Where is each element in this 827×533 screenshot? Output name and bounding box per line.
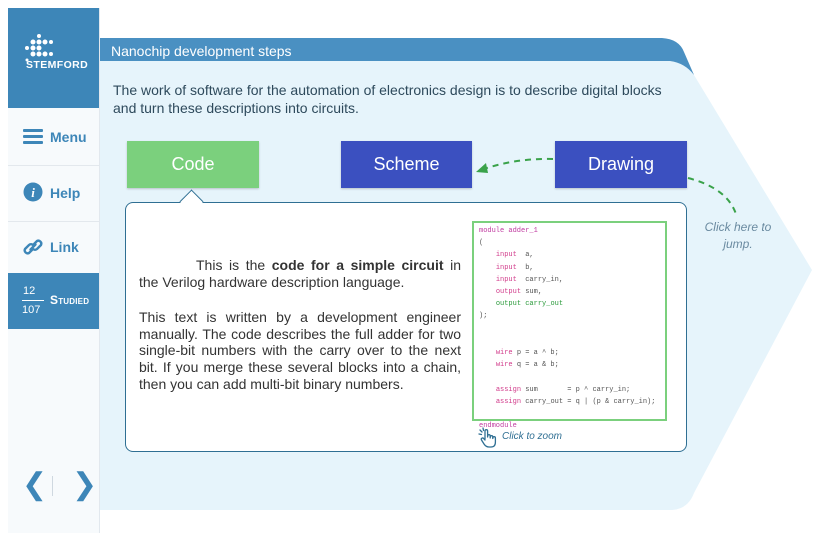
- intro-text: The work of software for the automation …: [113, 82, 662, 116]
- code-keyword: wire: [495, 361, 513, 370]
- sidebar-item-help[interactable]: i Help: [8, 166, 99, 222]
- code-keyword: input: [495, 251, 517, 260]
- brand-name: STEMFORD: [26, 59, 89, 71]
- info-icon: i: [23, 182, 43, 202]
- code-line: module adder_1: [479, 227, 538, 235]
- code-line: );: [479, 312, 488, 321]
- code-line: endmodule: [479, 422, 517, 431]
- sidebar: STEMFORD Menu i Help Link 12 107 Studi: [8, 8, 100, 533]
- code-line: (: [479, 239, 484, 248]
- code-line: b,: [525, 263, 534, 272]
- svg-text:i: i: [31, 185, 35, 200]
- logo-dots-icon: [25, 34, 53, 62]
- code-line: a,: [525, 251, 534, 260]
- code-keyword: input: [495, 263, 517, 272]
- code-image[interactable]: module adder_1 ( input a, input b, input…: [472, 221, 667, 430]
- progress-total: 107: [22, 304, 41, 316]
- code-keyword: assign: [495, 397, 522, 406]
- sidebar-item-link[interactable]: Link: [8, 220, 99, 276]
- code-line: carry_in,: [525, 275, 564, 284]
- prev-page-button[interactable]: ❮: [22, 468, 48, 501]
- next-page-button[interactable]: ❯: [72, 468, 98, 501]
- code-keyword: input: [495, 275, 517, 284]
- code-line: carry_out: [525, 300, 564, 309]
- zoom-hint[interactable]: Click to zoom: [502, 431, 563, 442]
- verilog-code: module adder_1 ( input a, input b, input…: [479, 225, 655, 432]
- code-line: carry_out = q | (p & carry_in);: [525, 397, 656, 406]
- tab-drawing[interactable]: Drawing: [555, 141, 687, 188]
- progress-current: 12: [23, 285, 36, 297]
- fraction-divider: [22, 300, 44, 301]
- code-keyword: assign: [495, 385, 522, 394]
- tab-scheme[interactable]: Scheme: [341, 141, 472, 188]
- tab-code[interactable]: Code: [127, 141, 259, 188]
- hand-pointer-icon: [478, 427, 497, 448]
- para1-bold: code for a simple circuit: [271, 257, 444, 273]
- code-keyword: output: [495, 300, 522, 309]
- code-line: q = a & b;: [516, 361, 559, 370]
- progress-label: Studied: [50, 293, 90, 307]
- code-keyword: wire: [495, 349, 513, 358]
- para1-text-end: in the Verilog hardware description lang…: [139, 257, 461, 290]
- sidebar-item-menu[interactable]: Menu: [8, 110, 99, 166]
- sidebar-item-label: Menu: [50, 129, 87, 145]
- panel-paragraph-1: This is the code for a simple circuit in…: [139, 257, 461, 291]
- progress-studied[interactable]: 12 107 Studied: [8, 273, 99, 329]
- code-line: sum,: [525, 288, 543, 297]
- sidebar-item-label: Link: [50, 239, 79, 255]
- para1-text-start: This is the: [196, 257, 272, 273]
- code-line: p = a ^ b;: [516, 349, 559, 358]
- menu-icon: [23, 129, 43, 144]
- brand-logo[interactable]: STEMFORD: [8, 8, 99, 108]
- code-line: sum = p ^ carry_in;: [525, 385, 631, 394]
- code-keyword: output: [495, 288, 522, 297]
- nav-divider: [52, 476, 53, 496]
- panel-paragraph-2: This text is written by a development en…: [139, 309, 461, 392]
- jump-hint[interactable]: Click here to jump.: [704, 220, 772, 251]
- page-title: Nanochip development steps: [111, 43, 292, 59]
- sidebar-item-label: Help: [50, 185, 81, 201]
- link-icon: [23, 239, 43, 255]
